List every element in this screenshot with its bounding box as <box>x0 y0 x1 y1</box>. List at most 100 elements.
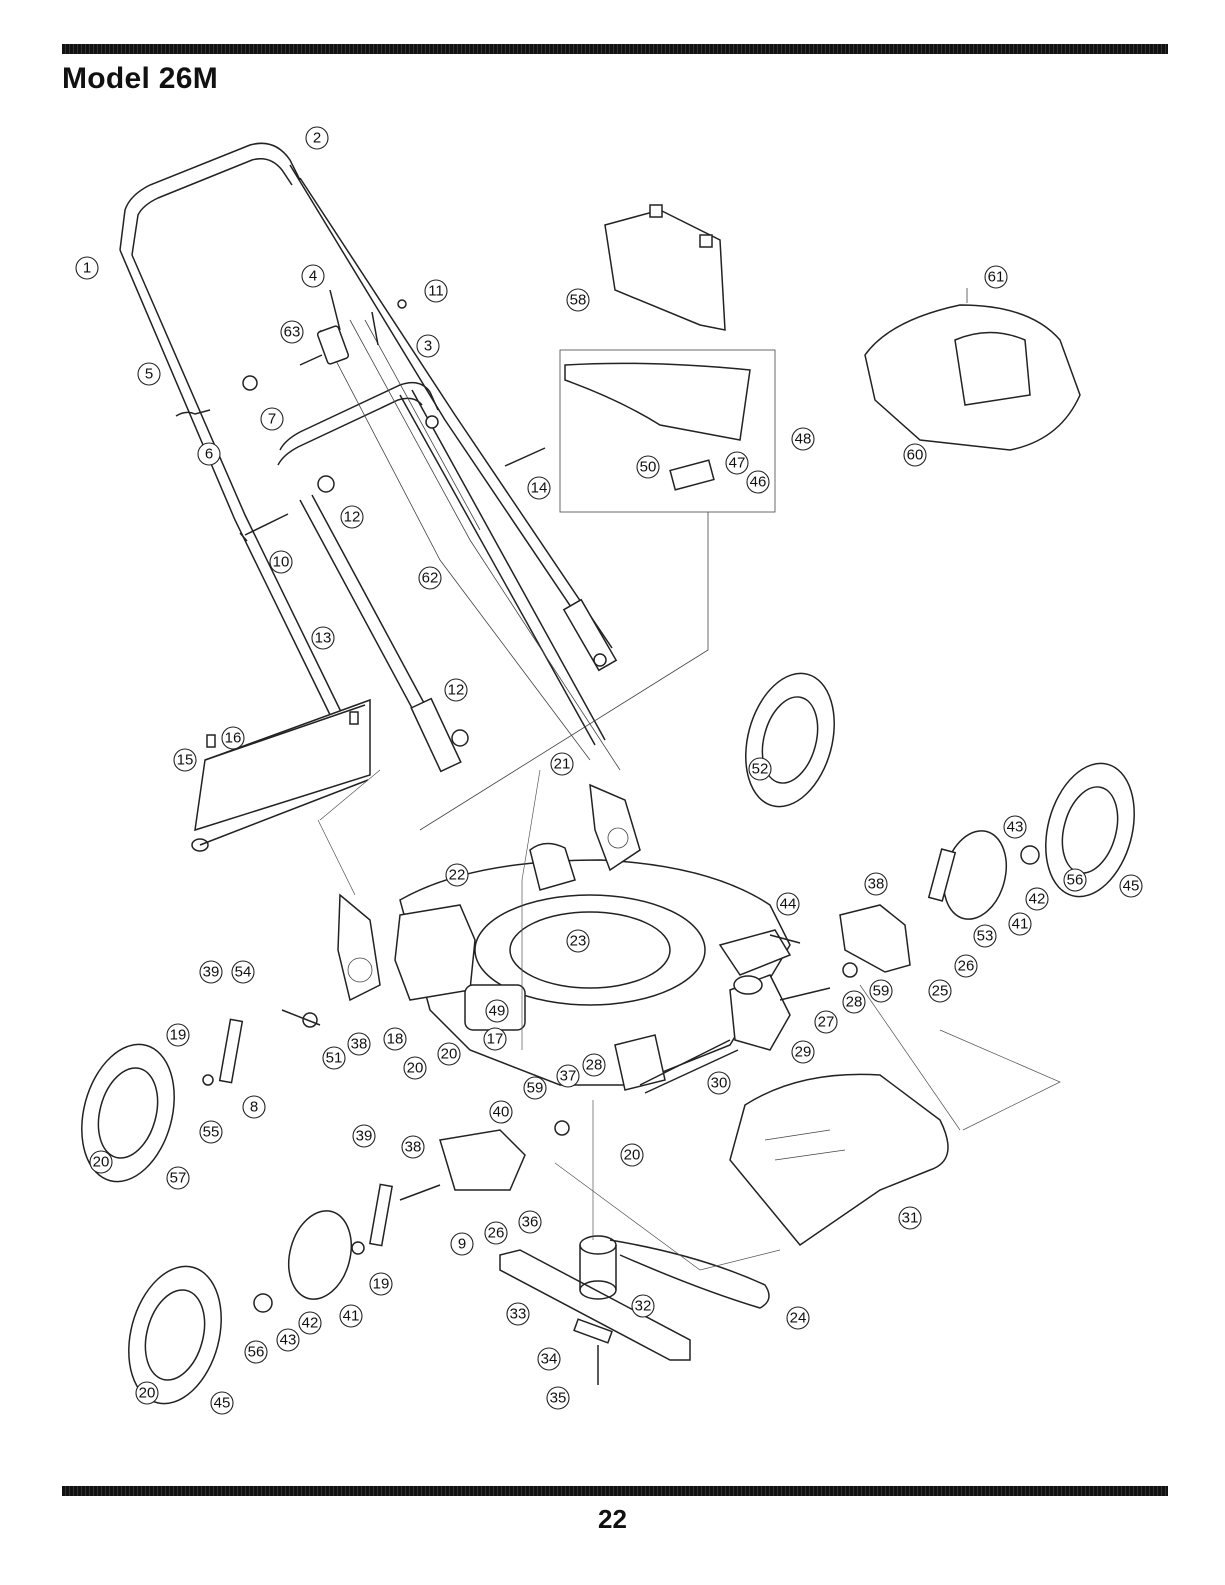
svg-text:37: 37 <box>560 1068 577 1085</box>
svg-text:60: 60 <box>907 447 924 464</box>
callout-10: 10 <box>270 551 292 573</box>
callout-20a: 20 <box>404 1057 426 1079</box>
callout-11: 11 <box>425 280 447 302</box>
callout-54: 54 <box>232 961 254 983</box>
callout-45b: 45 <box>211 1392 233 1414</box>
callout-32: 32 <box>632 1295 654 1317</box>
callout-22: 22 <box>446 864 468 886</box>
svg-text:24: 24 <box>790 1310 807 1327</box>
callout-30: 30 <box>708 1072 730 1094</box>
callout-1: 1 <box>76 257 98 279</box>
svg-text:21: 21 <box>554 756 571 773</box>
callout-50: 50 <box>637 456 659 478</box>
callout-59b: 59 <box>524 1077 546 1099</box>
svg-text:7: 7 <box>268 411 276 428</box>
svg-text:29: 29 <box>795 1044 812 1061</box>
callout-34: 34 <box>538 1348 560 1370</box>
callout-35: 35 <box>547 1387 569 1409</box>
svg-text:23: 23 <box>570 933 587 950</box>
svg-text:12: 12 <box>344 509 361 526</box>
callout-38b: 38 <box>348 1033 370 1055</box>
svg-text:18: 18 <box>387 1031 404 1048</box>
svg-text:19: 19 <box>170 1027 187 1044</box>
callout-19: 19 <box>167 1024 189 1046</box>
callout-29: 29 <box>792 1041 814 1063</box>
callout-43b: 43 <box>277 1329 299 1351</box>
svg-text:39: 39 <box>356 1128 373 1145</box>
callout-51: 51 <box>323 1047 345 1069</box>
svg-text:28: 28 <box>846 994 863 1011</box>
svg-text:58: 58 <box>570 292 587 309</box>
callout-61: 61 <box>985 266 1007 288</box>
svg-text:8: 8 <box>250 1099 258 1116</box>
svg-text:56: 56 <box>1067 872 1084 889</box>
svg-text:52: 52 <box>752 761 769 778</box>
svg-text:42: 42 <box>1029 891 1046 908</box>
callout-13: 13 <box>312 627 334 649</box>
svg-text:20: 20 <box>441 1046 458 1063</box>
callout-14: 14 <box>528 477 550 499</box>
svg-text:39: 39 <box>203 964 220 981</box>
callout-33: 33 <box>507 1303 529 1325</box>
callout-12b: 12 <box>445 679 467 701</box>
callout-62: 62 <box>419 567 441 589</box>
svg-text:17: 17 <box>487 1031 504 1048</box>
callout-58: 58 <box>567 289 589 311</box>
svg-text:47: 47 <box>729 455 746 472</box>
engine-cover <box>865 288 1080 450</box>
callout-27: 27 <box>815 1011 837 1033</box>
svg-text:20: 20 <box>139 1385 156 1402</box>
svg-text:13: 13 <box>315 630 332 647</box>
svg-text:11: 11 <box>428 283 444 300</box>
callout-45: 45 <box>1120 875 1142 897</box>
callout-26: 26 <box>955 955 977 977</box>
callout-17: 17 <box>484 1028 506 1050</box>
svg-text:41: 41 <box>1012 916 1029 933</box>
callout-23: 23 <box>567 930 589 952</box>
wheel-front-right <box>732 663 848 816</box>
callout-60: 60 <box>904 444 926 466</box>
mulch-plug <box>605 205 725 330</box>
svg-text:45: 45 <box>214 1395 231 1412</box>
svg-text:59: 59 <box>873 983 890 1000</box>
svg-text:62: 62 <box>422 570 439 587</box>
svg-text:49: 49 <box>489 1003 506 1020</box>
callout-52: 52 <box>749 758 771 780</box>
upper-handle <box>120 143 612 725</box>
callout-57: 57 <box>167 1167 189 1189</box>
callout-28b: 28 <box>583 1054 605 1076</box>
svg-text:14: 14 <box>531 480 548 497</box>
svg-text:15: 15 <box>177 752 194 769</box>
discharge-chute-box <box>420 350 775 830</box>
svg-text:43: 43 <box>1007 819 1024 836</box>
callout-21: 21 <box>551 753 573 775</box>
callout-20e: 20 <box>136 1382 158 1404</box>
callout-20d: 20 <box>621 1144 643 1166</box>
callout-36: 36 <box>519 1211 541 1233</box>
svg-text:6: 6 <box>205 446 213 463</box>
svg-text:43: 43 <box>280 1332 297 1349</box>
callout-56b: 56 <box>245 1341 267 1363</box>
svg-text:28: 28 <box>586 1057 603 1074</box>
svg-text:31: 31 <box>902 1210 919 1227</box>
callout-12: 12 <box>341 506 363 528</box>
svg-text:38: 38 <box>351 1036 368 1053</box>
svg-text:20: 20 <box>407 1060 424 1077</box>
svg-text:44: 44 <box>780 896 797 913</box>
callout-59: 59 <box>870 980 892 1002</box>
svg-text:54: 54 <box>235 964 252 981</box>
callout-49: 49 <box>486 1000 508 1022</box>
callout-31: 31 <box>899 1207 921 1229</box>
callout-8: 8 <box>243 1096 265 1118</box>
svg-text:34: 34 <box>541 1351 558 1368</box>
svg-text:32: 32 <box>635 1298 652 1315</box>
callout-16: 16 <box>222 727 244 749</box>
callout-47: 47 <box>726 452 748 474</box>
svg-text:3: 3 <box>424 338 432 355</box>
callout-3: 3 <box>417 335 439 357</box>
svg-text:9: 9 <box>458 1236 466 1253</box>
svg-text:25: 25 <box>932 983 949 1000</box>
callout-38a: 38 <box>865 873 887 895</box>
callout-7: 7 <box>261 408 283 430</box>
wheel-front-left <box>67 1034 188 1192</box>
